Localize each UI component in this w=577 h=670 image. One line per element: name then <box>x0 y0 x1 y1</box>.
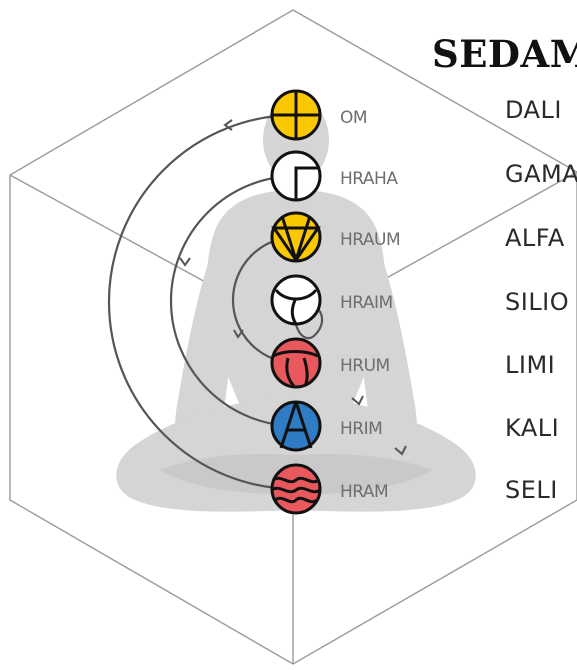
chakra-name: SELI <box>505 476 558 504</box>
mantra-label: HRAUM <box>340 230 400 250</box>
mantra-label: HRAM <box>340 482 388 502</box>
mantra-label: OM <box>340 108 367 128</box>
waves-icon <box>272 465 320 513</box>
mantra-label: HRAHA <box>340 169 398 189</box>
chakra-name: DALI <box>505 96 562 124</box>
cross-circle-icon <box>272 91 320 139</box>
tripod-icon <box>272 276 320 324</box>
chakra-name: KALI <box>505 414 559 442</box>
page-title: SEDAM <box>432 32 577 76</box>
v-triangle-icon <box>272 213 320 261</box>
ball-icon <box>272 339 320 387</box>
chakra-name: ALFA <box>505 224 565 252</box>
chakra-name: GAMA <box>505 160 577 188</box>
mantra-label: HRUM <box>340 356 390 376</box>
mantra-label: HRAIM <box>340 293 393 313</box>
corner-square-icon <box>272 152 320 200</box>
chakra-name: LIMI <box>505 351 555 379</box>
triangle-icon <box>272 402 320 450</box>
spiral-arrow-2 <box>180 258 190 265</box>
chakra-name: SILIO <box>505 288 569 316</box>
mantra-label: HRIM <box>340 419 382 439</box>
